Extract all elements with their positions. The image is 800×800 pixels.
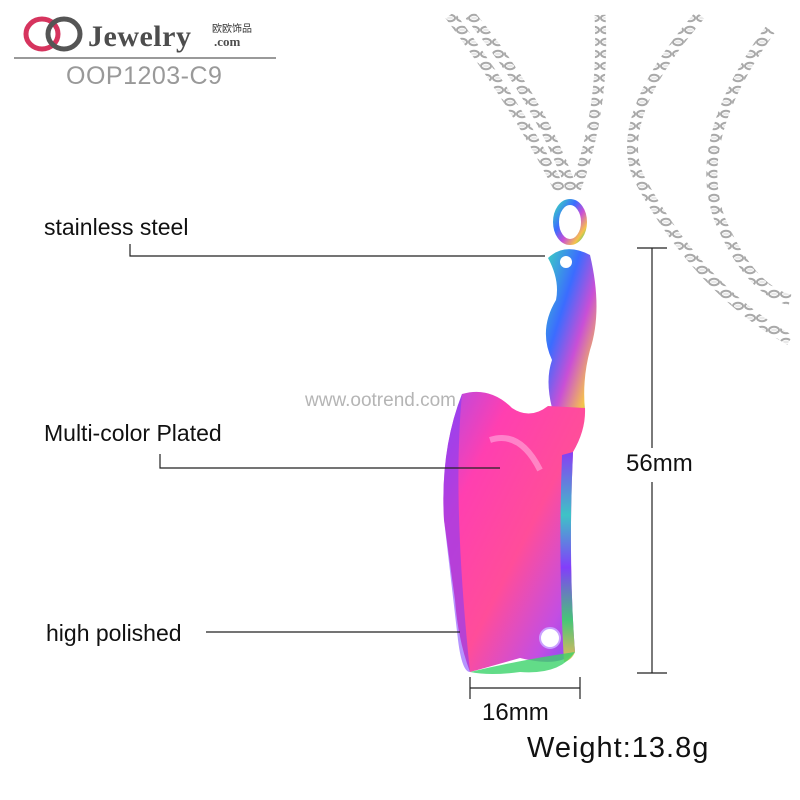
- callout-finish: high polished: [46, 620, 182, 646]
- brand-chinese: 欧欧饰品: [212, 24, 252, 35]
- brand-domain: .com: [214, 34, 241, 49]
- watermark: www.ootrend.com: [305, 390, 457, 411]
- callout-lines: [129, 244, 545, 633]
- brand-name: Jewelry: [88, 20, 192, 53]
- cleaver-pendant-icon: [443, 249, 597, 674]
- height-dimension-line: [637, 247, 667, 674]
- chain: [445, 11, 793, 345]
- callout-plating: Multi-color Plated: [44, 420, 222, 446]
- brand-logo: Jewelry: [22, 12, 191, 52]
- product-code: OOP1203-C9: [66, 62, 223, 90]
- header-divider: [14, 57, 276, 59]
- callout-line-plating: [159, 454, 500, 469]
- callout-material: stainless steel: [44, 214, 189, 240]
- height-label: 56mm: [626, 450, 693, 477]
- width-dimension-line: [469, 677, 581, 699]
- jump-ring: [553, 199, 587, 245]
- callout-line-material: [129, 244, 545, 257]
- oo-rings-icon: [23, 16, 83, 52]
- weight-label: Weight:13.8g: [527, 732, 710, 764]
- width-label: 16mm: [482, 699, 549, 726]
